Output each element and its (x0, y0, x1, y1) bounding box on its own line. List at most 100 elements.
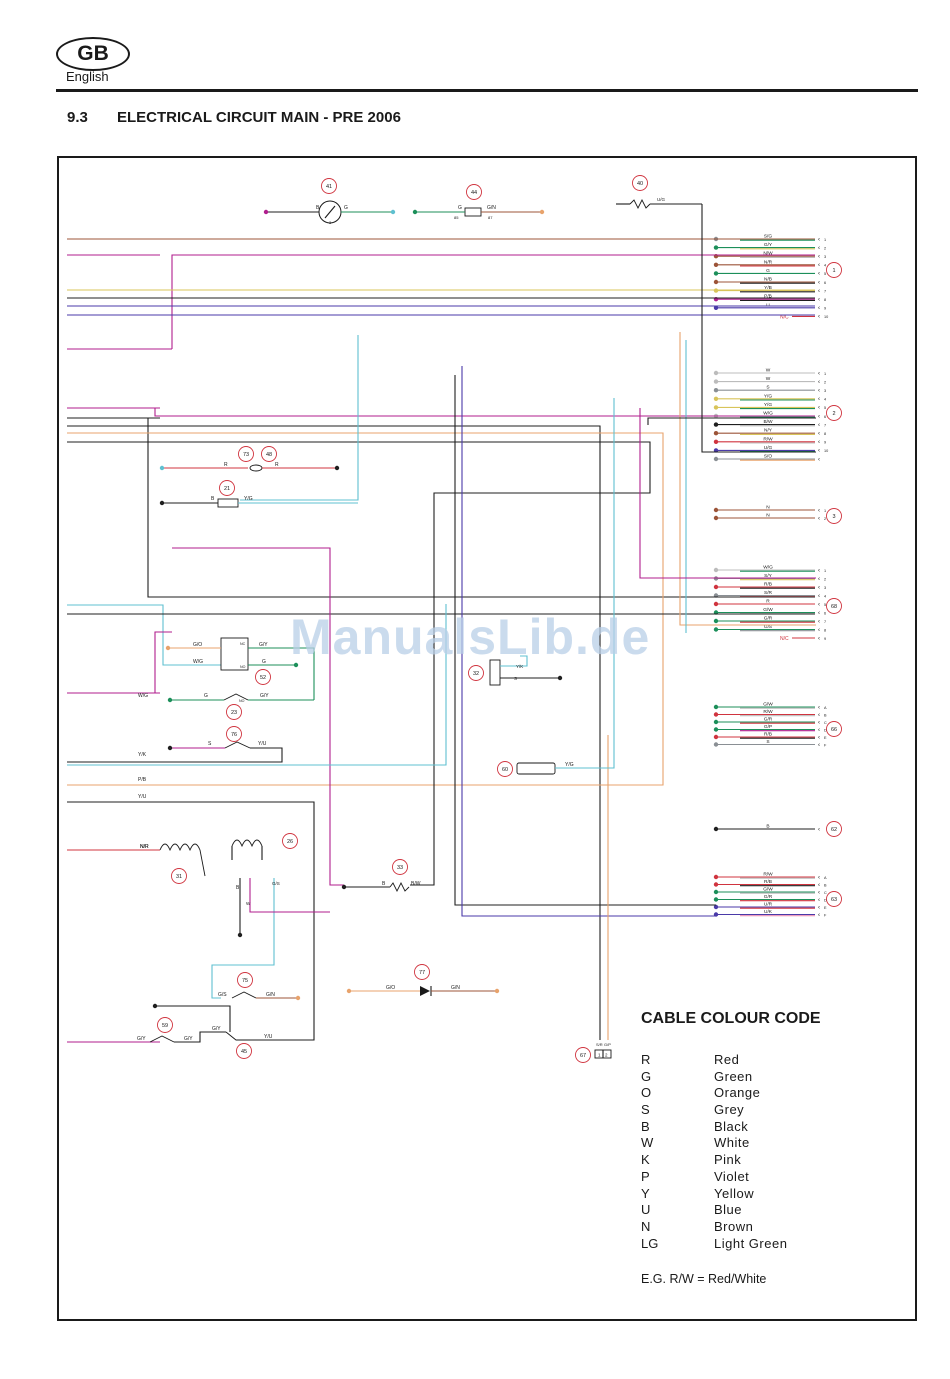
legend-code: O (641, 1085, 652, 1101)
relay-44 (464, 207, 482, 217)
legend-name: White (714, 1135, 750, 1151)
left-wire-label: Y/U (138, 794, 147, 800)
connector-wire-label: U/K (764, 909, 773, 915)
legend-name: Brown (714, 1218, 754, 1234)
harness-wire (67, 604, 447, 766)
connector-pin-mark: ‹ (818, 297, 820, 303)
connector-pin-mark: ‹ (818, 280, 820, 286)
component-callout (226, 726, 242, 742)
component-callout (157, 1017, 173, 1033)
resistor-33 (389, 881, 410, 893)
connector-pin-mark: ‹ (818, 431, 820, 437)
connector-pin-label: 5 (824, 406, 826, 410)
harness-wire (560, 398, 615, 769)
pin-label: G/N (487, 205, 496, 211)
terminal-dot (237, 932, 243, 938)
connector-pin-mark: ‹ (818, 288, 820, 294)
harness-wire (647, 417, 816, 425)
component-wire (500, 655, 528, 667)
terminal-dot (295, 995, 301, 1001)
connector-wire-label: G/R (764, 616, 773, 622)
connector-pin-label: 2 (824, 246, 826, 250)
component-callout (171, 868, 187, 884)
resistor-40 (629, 198, 651, 210)
callout-number: 41 (326, 184, 332, 190)
connector-pin-label: 6 (824, 281, 826, 285)
connector-wire-label: R/W (763, 436, 773, 442)
connector-pin-mark: ‹ (818, 457, 820, 463)
connector-pin-mark: ‹ (818, 882, 820, 888)
connector-pin-label: 9 (824, 637, 826, 641)
component-callout (466, 184, 482, 200)
connector-pin-mark: ‹ (818, 271, 820, 277)
connector-wire-label: Y/G (764, 393, 773, 399)
harness-wire (679, 332, 816, 626)
left-wire-label: P/B (138, 777, 147, 783)
connector-wire-label: R/W (763, 709, 773, 715)
pin-label: N/R (140, 844, 149, 850)
harness-wire (67, 747, 283, 763)
connector-wire-label: B/W (763, 419, 773, 425)
pin-label: B (211, 496, 215, 502)
pin-label: NC (240, 642, 246, 646)
legend-code: N (641, 1218, 651, 1234)
connector-pin-label: 3 (824, 586, 826, 590)
connector-pin-mark: ‹ (818, 712, 820, 718)
connector-pin-label: B (824, 713, 827, 717)
callout-number: 33 (397, 865, 403, 871)
component-wire (211, 878, 275, 999)
connector-pin-label: 10 (824, 315, 828, 319)
connector-wire-label: R/B (764, 732, 772, 738)
connector-pin-label: A (824, 706, 827, 710)
callout-number: 67 (580, 1053, 586, 1059)
connector-wire-label: G/R (764, 894, 773, 900)
connector-pin-label: 6 (824, 415, 826, 419)
connector-pin-label: 9 (824, 441, 826, 445)
connector-wire-label: N (766, 505, 770, 511)
legend-code: W (641, 1135, 654, 1151)
connector-pin-mark: ‹ (818, 827, 820, 833)
diagram-frame (57, 156, 917, 1321)
legend-name: Pink (714, 1152, 742, 1168)
pin-label: G/N (266, 992, 275, 998)
terminal-dot (557, 675, 563, 681)
connector-pin-mark: ‹ (818, 742, 820, 748)
pin-label: G/S (272, 881, 280, 886)
coil-26 (231, 839, 263, 848)
callout-number: 31 (176, 874, 182, 880)
connector-pin-label: A (824, 876, 827, 880)
component-callout (236, 1043, 252, 1059)
callout-number: 32 (473, 671, 479, 677)
pin-label: B (316, 205, 320, 211)
connector-wire-label: G/S (764, 624, 772, 630)
terminal-dot (167, 697, 173, 703)
harness-wire (240, 335, 359, 501)
connector-pin-label: D (824, 728, 827, 732)
connector-wire-label: W (766, 376, 771, 382)
connector-pin-label: 2 (824, 577, 826, 581)
connector-wire-label: S (766, 385, 769, 391)
pin-label: G/Y (137, 1036, 146, 1042)
connector-pin-label: 1 (824, 238, 826, 242)
component-callout (826, 508, 842, 524)
legend-code: R (641, 1052, 651, 1067)
connector-wire-label: S/Y (764, 573, 773, 579)
connector-pin-mark: ‹ (818, 508, 820, 514)
connector-wire-label: U (766, 302, 770, 308)
connector-pin-label: 7 (824, 289, 826, 293)
component-callout (826, 721, 842, 737)
callout-number: 60 (502, 767, 508, 773)
connector-pin-label: 1 (824, 372, 826, 376)
legend-code: Y (641, 1185, 650, 1201)
harness-wire (67, 801, 315, 1041)
pin-label: NO (240, 665, 246, 669)
switch-21 (217, 498, 239, 508)
pin-label: U/G (657, 197, 666, 202)
logo-text: GB (77, 42, 109, 65)
callout-number: 77 (419, 970, 425, 976)
watermark: ManualsLib.de (290, 609, 651, 665)
component-callout (219, 480, 235, 496)
connector-pin-label: 4 (824, 398, 826, 402)
